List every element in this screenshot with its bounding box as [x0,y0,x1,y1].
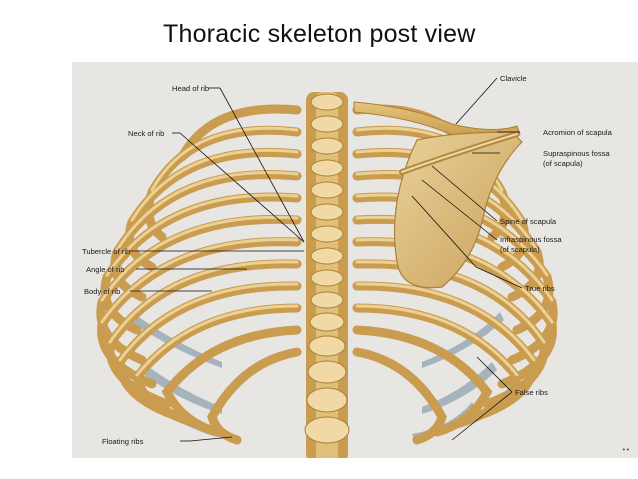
label-body-of-rib: Body of rib [84,287,120,296]
scapula [393,131,523,289]
label-floating-ribs: Floating ribs [102,437,144,446]
label-supraspinous-2: (of scapula) [543,159,583,168]
slide-title: Thoracic skeleton post view [163,20,476,48]
label-neck-of-rib: Neck of rib [128,129,164,138]
skeleton-illustration: Head of rib Neck of rib Tubercle of rib … [82,74,613,458]
label-false-ribs: False ribs [515,388,548,397]
thoracic-skeleton-figure: Head of rib Neck of rib Tubercle of rib … [72,62,638,458]
leader-lines [130,77,523,442]
label-infraspinous-2: (of scapula) [500,245,540,254]
label-acromion: Acromion of scapula [543,128,613,137]
label-head-of-rib: Head of rib [172,84,209,93]
publisher-mark: •• [621,446,630,454]
label-tubercle-of-rib: Tubercle of rib [82,247,130,256]
label-clavicle: Clavicle [500,74,527,83]
label-angle-of-rib: Angle of rib [86,265,124,274]
label-true-ribs: True ribs [525,284,555,293]
vertebral-column [304,92,350,458]
label-spine-of-scapula: Spine of scapula [500,217,557,226]
ribs-left-highlight [100,126,299,377]
label-infraspinous-1: Infraspinous fossa [500,235,562,244]
label-supraspinous-1: Supraspinous fossa [543,149,610,158]
clavicle [353,101,521,140]
